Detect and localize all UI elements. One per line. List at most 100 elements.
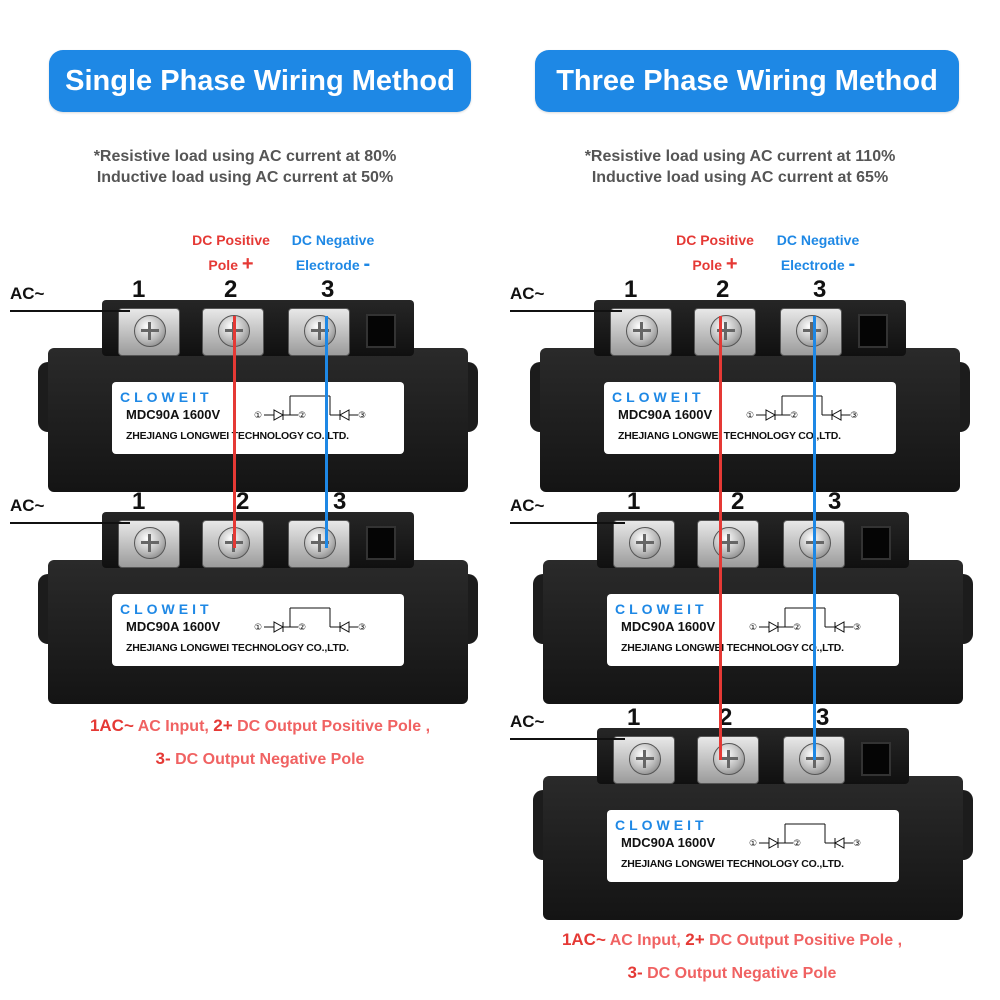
screw-icon (629, 743, 661, 775)
three-phase-note-line2: Inductive load using AC current at 65% (591, 169, 889, 186)
terminal-1 (610, 308, 672, 356)
legend-neg-key: 3- (155, 749, 171, 768)
dc-negative-text: DC Negative (291, 232, 375, 248)
legend-ac-desc: AC Input, (133, 718, 214, 735)
terminal-3 (780, 308, 842, 356)
company-name: ZHEJIANG LONGWEI TECHNOLOGY CO.,LTD. (618, 430, 841, 442)
svg-text:③: ③ (358, 411, 366, 421)
terminal-number-1: 1 (627, 488, 641, 515)
dc-negative-label-left: DC Negative Electrode - (278, 228, 388, 277)
legend-line-1: 1AC~ AC Input, 2+ DC Output Positive Pol… (20, 710, 500, 743)
legend-line-2: 3- DC Output Negative Pole (492, 957, 972, 990)
terminal-number-3: 3 (816, 704, 830, 731)
screw-icon (713, 743, 745, 775)
brand-logo: CLOWEIT (612, 389, 705, 405)
legend-neg-desc: DC Output Negative Pole (642, 965, 837, 982)
control-slot (366, 314, 396, 348)
control-slot (366, 526, 396, 560)
electrode-text: Electrode (780, 257, 845, 273)
module-terminal-block (102, 512, 414, 568)
pole-text: Pole (208, 257, 238, 273)
model-number: MDC90A 1600V (621, 619, 716, 634)
terminal-number-1: 1 (624, 276, 638, 303)
terminal-number-2: 2 (719, 704, 733, 731)
screw-icon (626, 315, 658, 347)
module-terminal-block (597, 512, 909, 568)
terminal-2 (697, 736, 759, 784)
positive-wire-single (233, 316, 236, 548)
ac-leader-line (510, 310, 622, 312)
terminal-number-1: 1 (132, 276, 146, 303)
ac-leader-line (10, 522, 130, 524)
ac-label: AC~ (10, 496, 45, 515)
svg-text:②: ② (298, 623, 306, 633)
terminal-number-3: 3 (828, 488, 842, 515)
terminal-number-2: 2 (236, 488, 250, 515)
legend-ac-key: 1AC~ (89, 716, 134, 735)
svg-text:②: ② (793, 623, 801, 633)
terminal-2 (697, 520, 759, 568)
svg-text:①: ① (746, 411, 754, 421)
legend-ac-key: 1AC~ (561, 930, 606, 949)
control-slot (858, 314, 888, 348)
terminal-number-2: 2 (716, 276, 730, 303)
terminal-number-3: 3 (813, 276, 827, 303)
terminal-1 (613, 520, 675, 568)
diode-schematic-icon: ① ② ③ (254, 607, 366, 633)
single-phase-note-line2: Inductive load using AC current at 50% (96, 169, 394, 186)
terminal-1 (118, 308, 180, 356)
terminal-2 (694, 308, 756, 356)
terminal-number-1: 1 (132, 488, 146, 515)
company-name: ZHEJIANG LONGWEI TECHNOLOGY CO.,LTD. (126, 642, 349, 654)
brand-logo: CLOWEIT (615, 817, 708, 833)
svg-text:②: ② (793, 839, 801, 849)
dc-negative-electrode-row: Electrode - (278, 252, 388, 277)
dc-negative-text: DC Negative (776, 232, 860, 248)
screw-icon (304, 315, 336, 347)
ac-leader-line (510, 738, 625, 740)
brand-logo: CLOWEIT (615, 601, 708, 617)
dc-negative-label-right: DC Negative Electrode - (763, 228, 873, 277)
model-number: MDC90A 1600V (126, 619, 221, 634)
terminal-3 (288, 308, 350, 356)
legend-pos-desc: DC Output Positive Pole , (704, 932, 903, 949)
svg-text:①: ① (254, 623, 262, 633)
legend-pos-desc: DC Output Positive Pole , (232, 718, 431, 735)
terminal-number-2: 2 (224, 276, 238, 303)
company-name: ZHEJIANG LONGWEI TECHNOLOGY CO.,LTD. (621, 858, 844, 870)
negative-wire-single (325, 316, 328, 548)
screw-icon (134, 315, 166, 347)
terminal-number-1: 1 (627, 704, 641, 731)
terminal-1 (613, 736, 675, 784)
screw-icon (629, 527, 661, 559)
pole-text: Pole (692, 257, 722, 273)
svg-text:②: ② (790, 411, 798, 421)
legend-neg-desc: DC Output Negative Pole (170, 751, 365, 768)
ac-label: AC~ (10, 284, 45, 303)
company-name: ZHEJIANG LONGWEI TECHNOLOGY CO.,LTD. (126, 430, 349, 442)
three-phase-note: *Resistive load using AC current at 110%… (510, 146, 970, 188)
positive-wire-three (719, 316, 722, 760)
dc-positive-label-left: DC Positive Pole + (176, 228, 286, 277)
ac-leader-line (10, 310, 130, 312)
svg-text:③: ③ (358, 623, 366, 633)
minus-symbol: - (363, 253, 371, 275)
legend-ac-desc: AC Input, (605, 932, 686, 949)
plus-symbol: + (241, 253, 254, 275)
screw-icon (304, 527, 336, 559)
svg-text:③: ③ (853, 839, 861, 849)
legend-neg-key: 3- (627, 963, 643, 982)
dc-positive-pole-row: Pole + (660, 252, 770, 277)
